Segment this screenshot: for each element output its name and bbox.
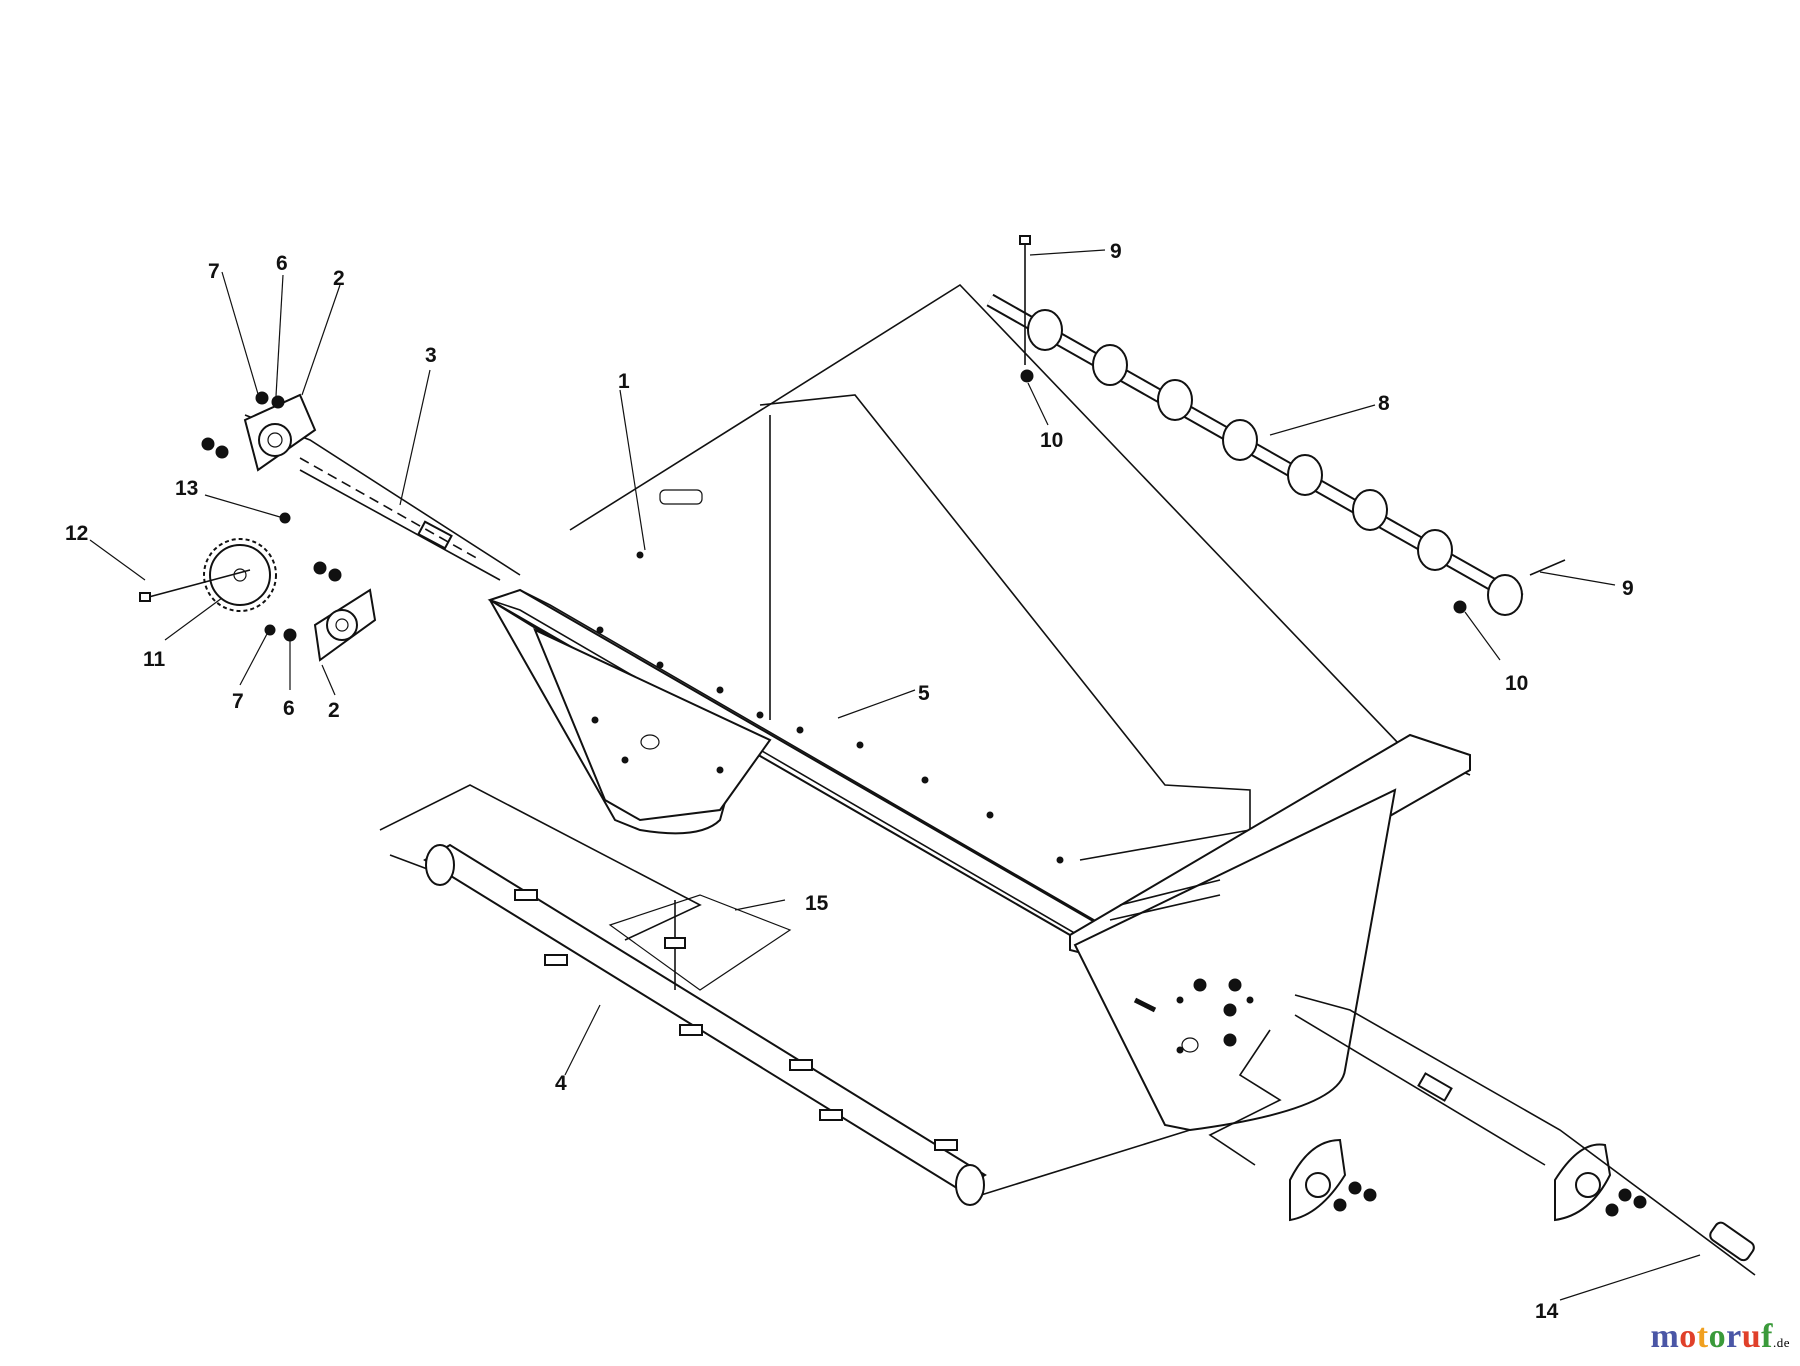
callout-7-lower: 7 xyxy=(232,690,244,713)
sprocket-bolt xyxy=(139,569,251,602)
callout-13: 13 xyxy=(175,477,198,500)
callout-2-lower: 2 xyxy=(328,699,340,722)
auger xyxy=(986,235,1566,616)
right-drive-shaft xyxy=(1208,994,1756,1276)
callout-14: 14 xyxy=(1535,1300,1559,1323)
callout-1: 1 xyxy=(618,370,630,393)
callout-10-top: 10 xyxy=(1040,429,1063,452)
callout-15: 15 xyxy=(805,892,829,915)
watermark-logo: motoruf.de xyxy=(1650,1318,1790,1356)
leader-lines xyxy=(89,249,1701,1301)
callout-5: 5 xyxy=(918,682,930,705)
watermark-letter: u xyxy=(1741,1318,1762,1355)
callout-7-upper: 7 xyxy=(208,260,220,283)
callout-9-right: 9 xyxy=(1622,577,1634,600)
hopper-frame xyxy=(379,283,1471,1201)
watermark-letter: o xyxy=(1708,1318,1727,1355)
bearing-flange-right-b xyxy=(1554,1143,1612,1222)
watermark-letter: o xyxy=(1679,1318,1697,1355)
callout-6-upper: 6 xyxy=(276,252,288,275)
watermark-letter: m xyxy=(1650,1318,1680,1355)
callout-9-top: 9 xyxy=(1110,240,1122,263)
callout-10-right: 10 xyxy=(1505,672,1528,695)
drive-shaft xyxy=(244,414,521,581)
callout-4: 4 xyxy=(555,1072,567,1095)
callout-12: 12 xyxy=(65,522,88,545)
bearing-flange-lower xyxy=(313,588,377,662)
callout-6-lower: 6 xyxy=(283,697,295,720)
watermark-letter: t xyxy=(1696,1318,1709,1355)
callout-11: 11 xyxy=(143,648,166,671)
front-roller xyxy=(389,843,987,1206)
callout-3: 3 xyxy=(425,344,437,367)
callout-8: 8 xyxy=(1378,392,1390,415)
sprocket-gear xyxy=(203,538,277,612)
bearing-flange-upper xyxy=(243,393,317,472)
bearing-flange-right-a xyxy=(1289,1138,1347,1222)
callout-labels: 1 2 2 3 4 5 6 6 7 7 8 9 9 10 10 11 12 13… xyxy=(65,240,1634,1323)
watermark-letter: f xyxy=(1761,1318,1773,1355)
scraper-plate xyxy=(608,894,792,991)
watermark-tld: .de xyxy=(1772,1335,1790,1350)
watermark-letter: r xyxy=(1726,1318,1742,1355)
callout-2-upper: 2 xyxy=(333,267,345,290)
